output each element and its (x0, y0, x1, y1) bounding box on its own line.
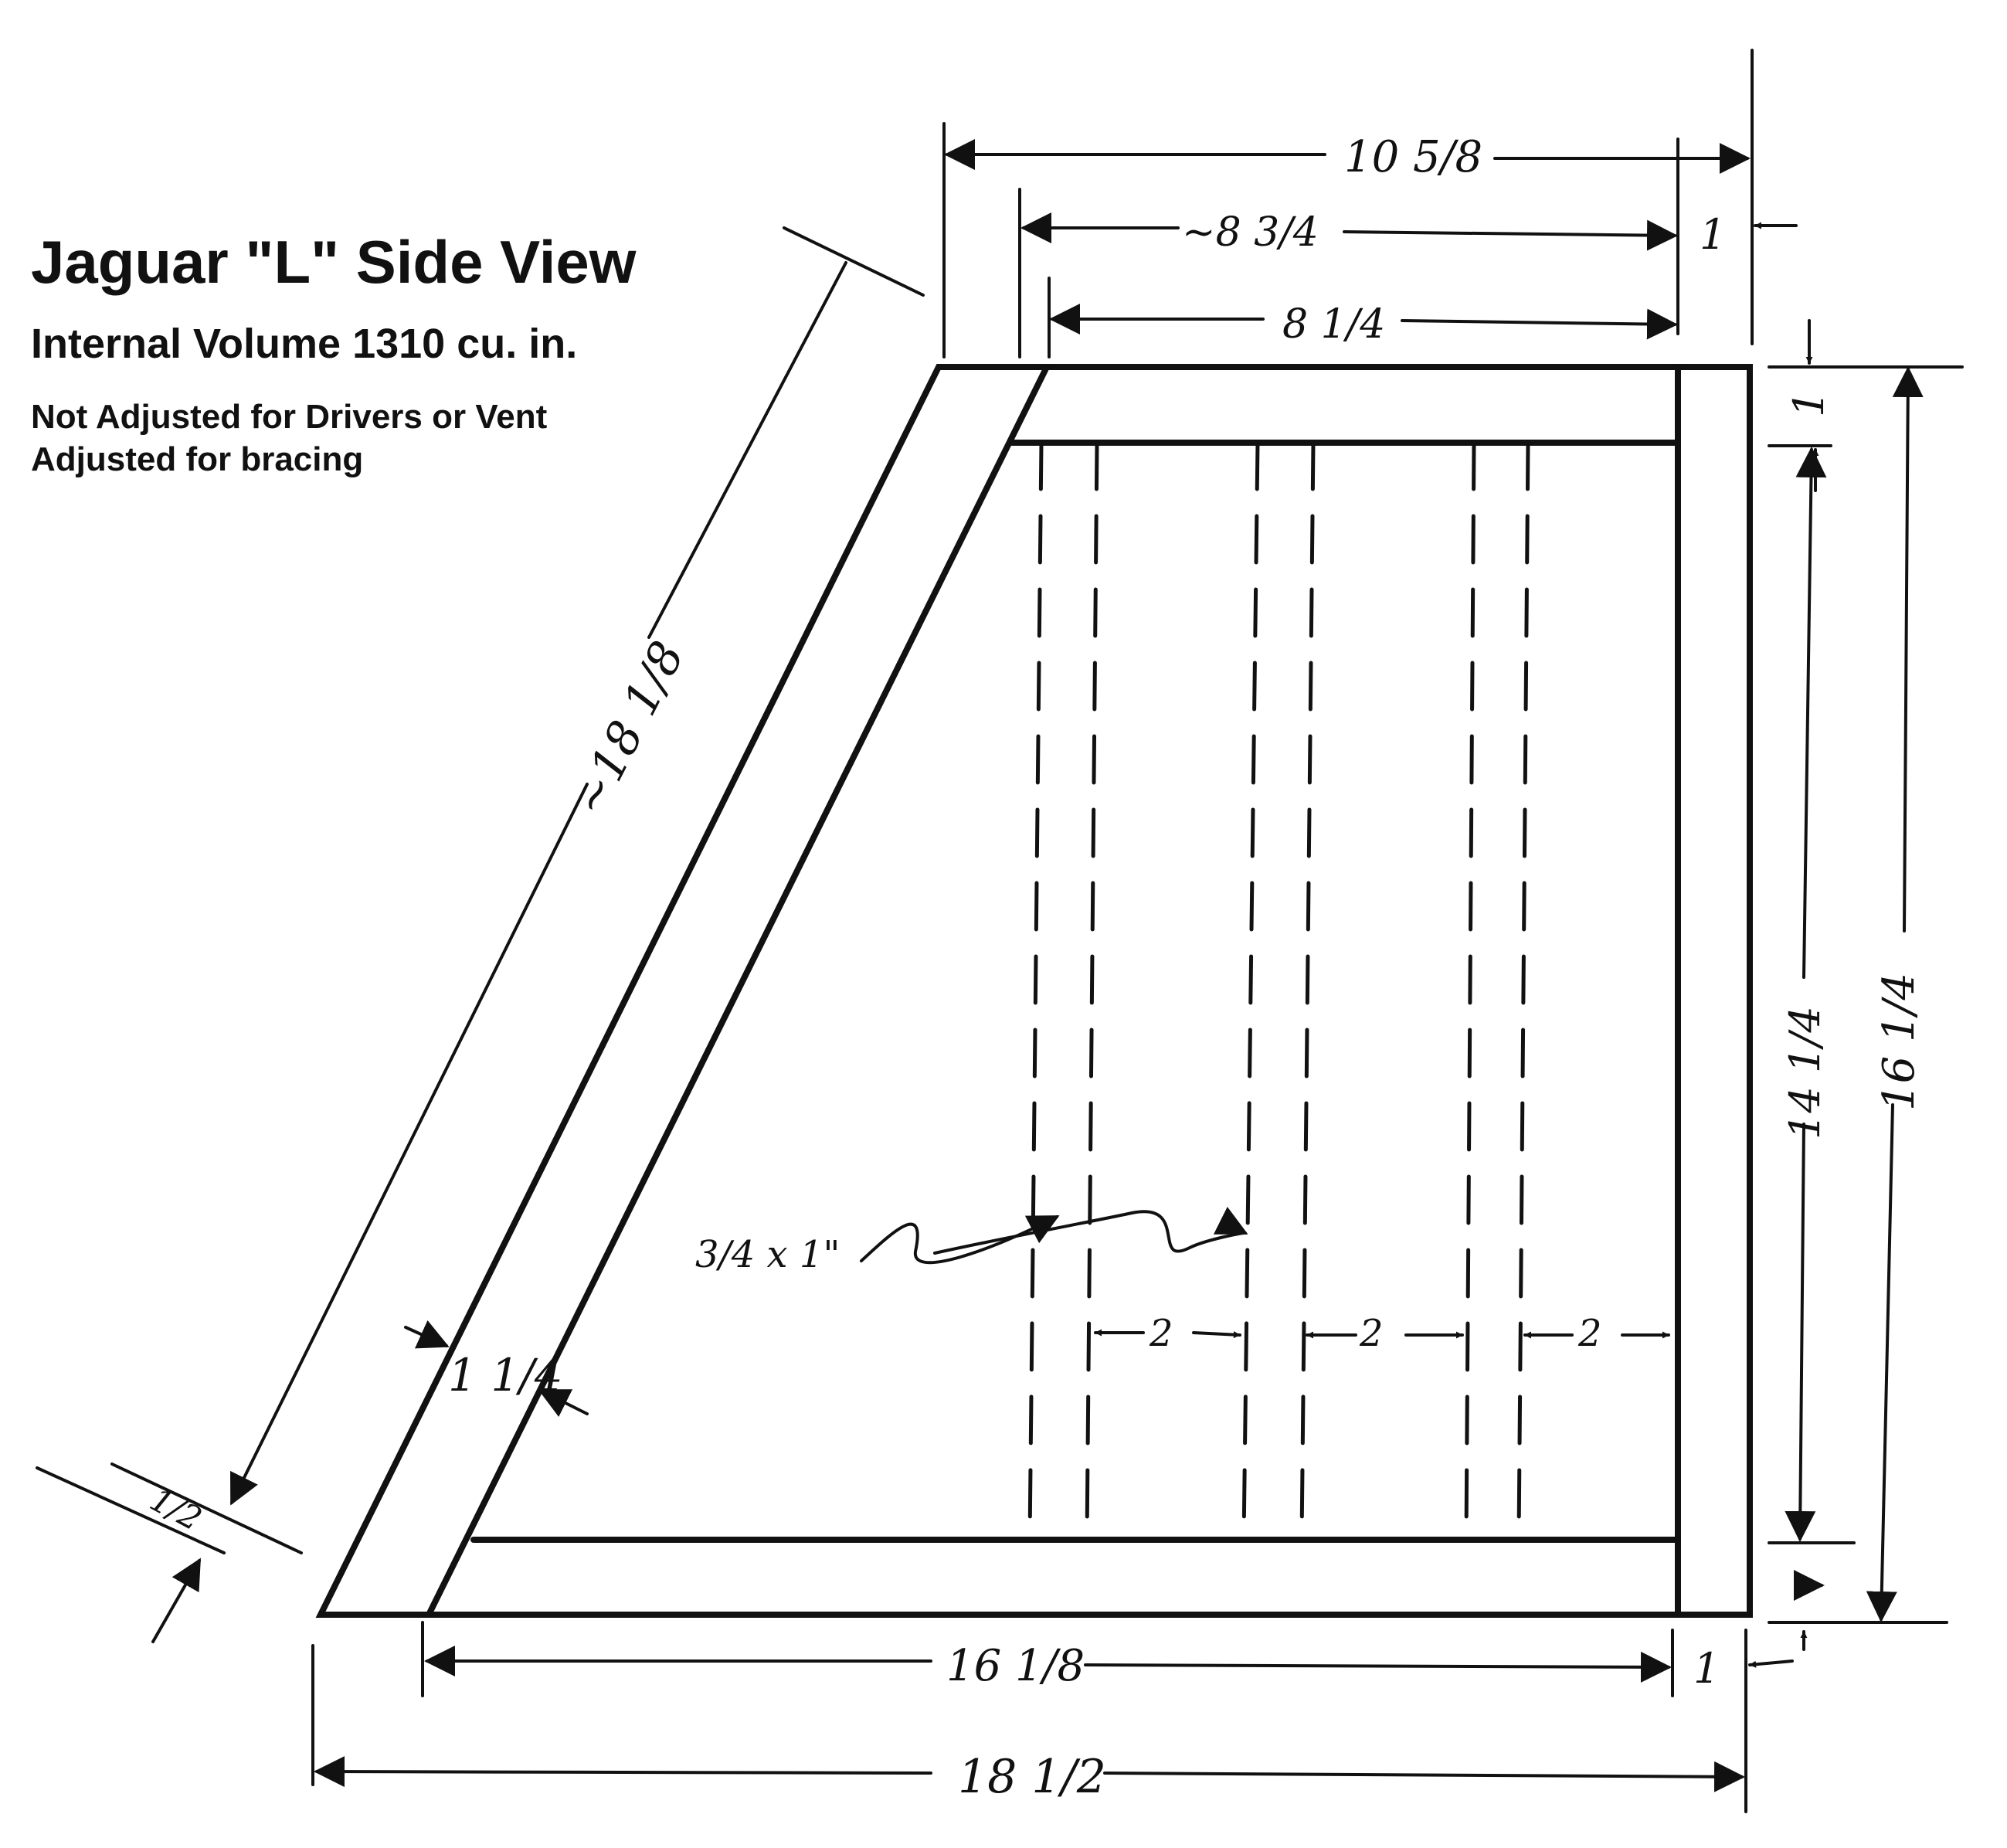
dim-brace-gap-1: 2 (1149, 1312, 1173, 1355)
note-bracing: Adjusted for bracing (31, 440, 364, 478)
dim-slant-length: ~18 1/8 (562, 633, 695, 824)
note-drivers-vent: Not Adjusted for Drivers or Vent (31, 398, 548, 436)
dim-slant-corner: 1/2 (144, 1480, 208, 1538)
brace-leader (860, 1215, 1060, 1265)
braces (1027, 440, 1530, 1542)
dim-right-overall-height: 16 1/4 (1874, 973, 1924, 1111)
internal-volume: Internal Volume 1310 cu. in. (31, 321, 578, 367)
dim-top-inner: 8 1/4 (1282, 301, 1385, 348)
brace-1-right (1085, 440, 1099, 1542)
dim-top-mid: ~8 3/4 (1182, 209, 1319, 256)
dim-right-inner-height: 14 1/4 (1781, 1006, 1829, 1140)
extension-lines (36, 49, 1964, 1813)
dim-bottom-inner: 16 1/8 (946, 1641, 1085, 1691)
dim-bottom-overall: 18 1/2 (958, 1750, 1106, 1804)
dim-slant-thickness: 1 1/4 (448, 1349, 563, 1401)
dimension-lines (151, 139, 1924, 1792)
dim-top-right-thickness: 1 (1700, 210, 1726, 259)
dim-top-overall: 10 5/8 (1344, 132, 1482, 182)
title-block: Jaguar "L" Side View Internal Volume 131… (31, 232, 636, 481)
dim-brace-gap-2: 2 (1359, 1312, 1384, 1355)
dim-brace-gap-3: 2 (1577, 1312, 1602, 1355)
brace-2-left (1241, 440, 1260, 1542)
dim-brace-size: 3/4 x 1" (695, 1233, 840, 1276)
inner-slant-edge (426, 364, 1050, 1618)
brace-2-right (1299, 440, 1316, 1542)
dim-right-top-thickness: 1 (1785, 391, 1833, 417)
brace-3-right (1516, 440, 1530, 1542)
brace-3-left (1464, 440, 1476, 1542)
dim-bottom-right-thickness: 1 (1693, 1644, 1720, 1693)
brace-1-left (1027, 440, 1044, 1542)
cabinet-outline (315, 364, 1753, 1618)
drawing-title: Jaguar "L" Side View (31, 228, 637, 296)
